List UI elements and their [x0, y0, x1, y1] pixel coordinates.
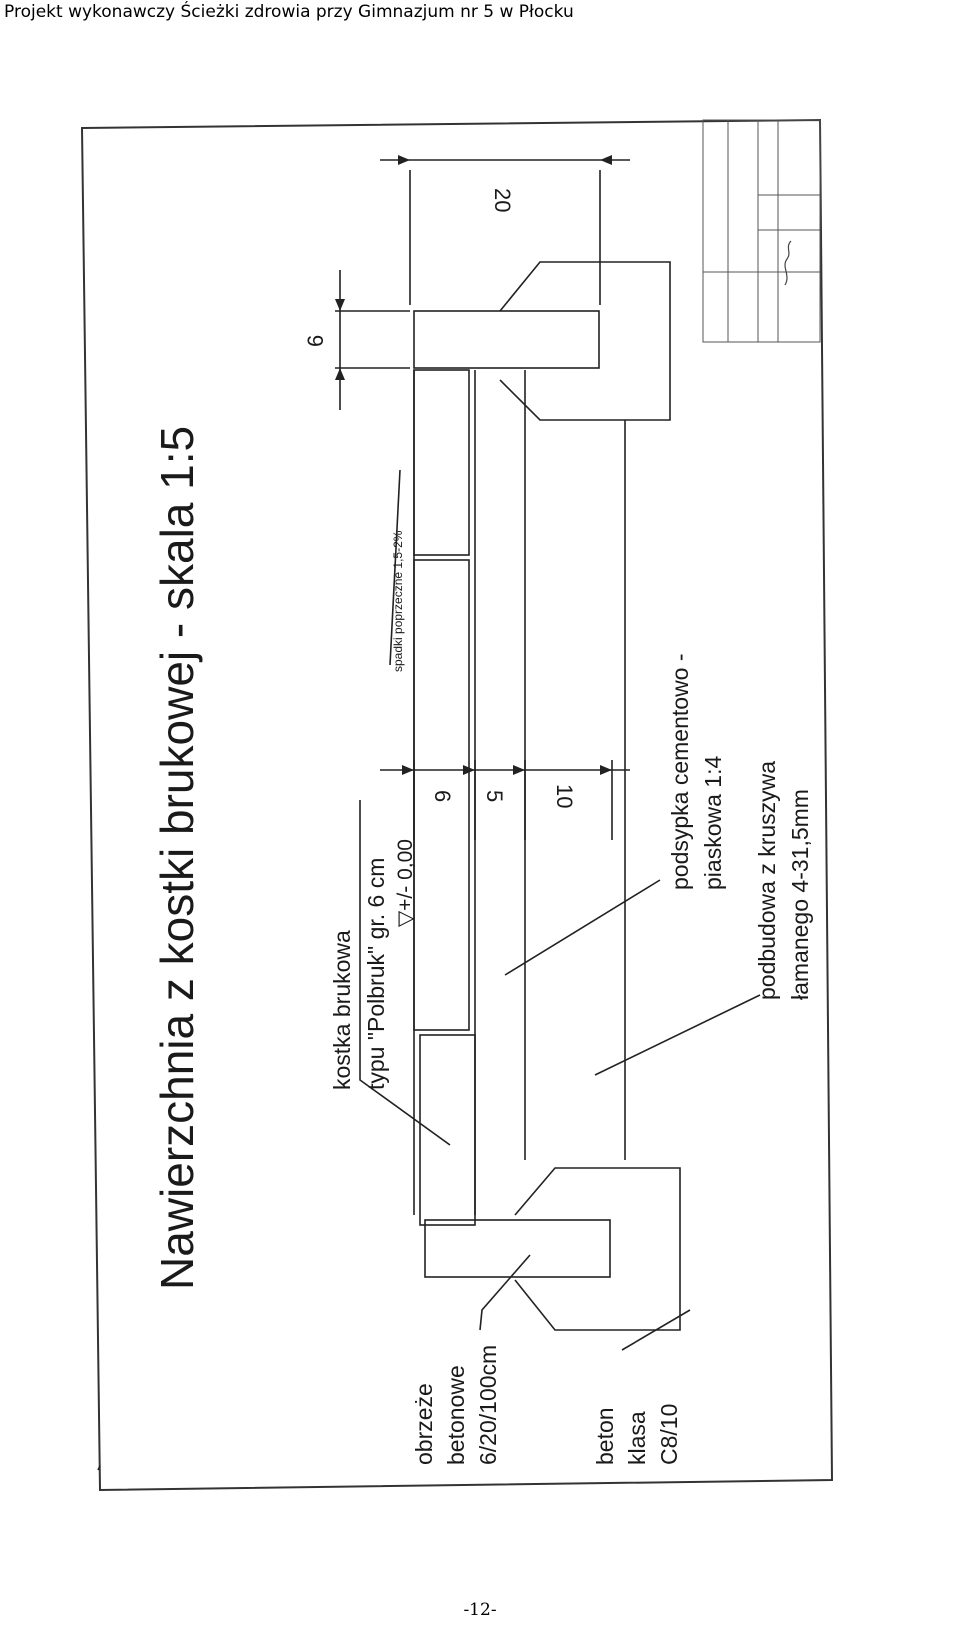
page-footer: -12-	[463, 1600, 497, 1620]
label-beton-1: beton	[592, 1407, 618, 1465]
paving-block-1	[413, 369, 470, 556]
dim-top-6: 6	[303, 335, 328, 347]
dimension-arrows	[335, 155, 612, 775]
label-spadki: spadki poprzeczne 1,5-2%	[391, 530, 405, 672]
signature	[784, 240, 792, 286]
label-obrzeze-2: betonowe	[443, 1365, 469, 1465]
label-level: ▽+/- 0,00	[394, 839, 417, 927]
label-obrzeze-1: obrzeże	[411, 1383, 437, 1465]
dim-6: 6	[430, 790, 455, 802]
curb-top	[413, 310, 600, 369]
paving-block-3	[419, 1034, 476, 1226]
label-podsypka-1: podsypka cementowo -	[667, 653, 693, 890]
cross-section	[97, 159, 761, 1471]
label-obrzeze-3: 6/20/100cm	[475, 1345, 501, 1465]
dim-20: 20	[490, 188, 515, 212]
label-kostka-2: typu "Polbruk" gr. 6 cm	[363, 858, 389, 1090]
curb-bottom	[424, 1219, 611, 1278]
concrete-haunch-top	[499, 261, 671, 421]
title-block	[702, 119, 821, 343]
drawing-title: Nawierzchnia z kostki brukowej - skala 1…	[151, 426, 203, 1290]
label-podsypka-2: piaskowa 1:4	[700, 756, 726, 890]
page-header: Projekt wykonawczy Ścieżki zdrowia przy …	[4, 2, 574, 22]
dim-10: 10	[552, 784, 577, 808]
label-beton-2: klasa	[624, 1411, 650, 1465]
dim-5: 5	[482, 790, 507, 802]
drawing-frame	[80, 118, 834, 1492]
label-podbudowa-1: podbudowa z kruszywa	[754, 761, 780, 1000]
label-beton-3: C8/10	[656, 1404, 682, 1465]
label-podbudowa-2: łamanego 4-31,5mm	[787, 789, 813, 1000]
concrete-haunch-bottom	[514, 1167, 681, 1331]
label-kostka-1: kostka brukowa	[329, 930, 355, 1090]
